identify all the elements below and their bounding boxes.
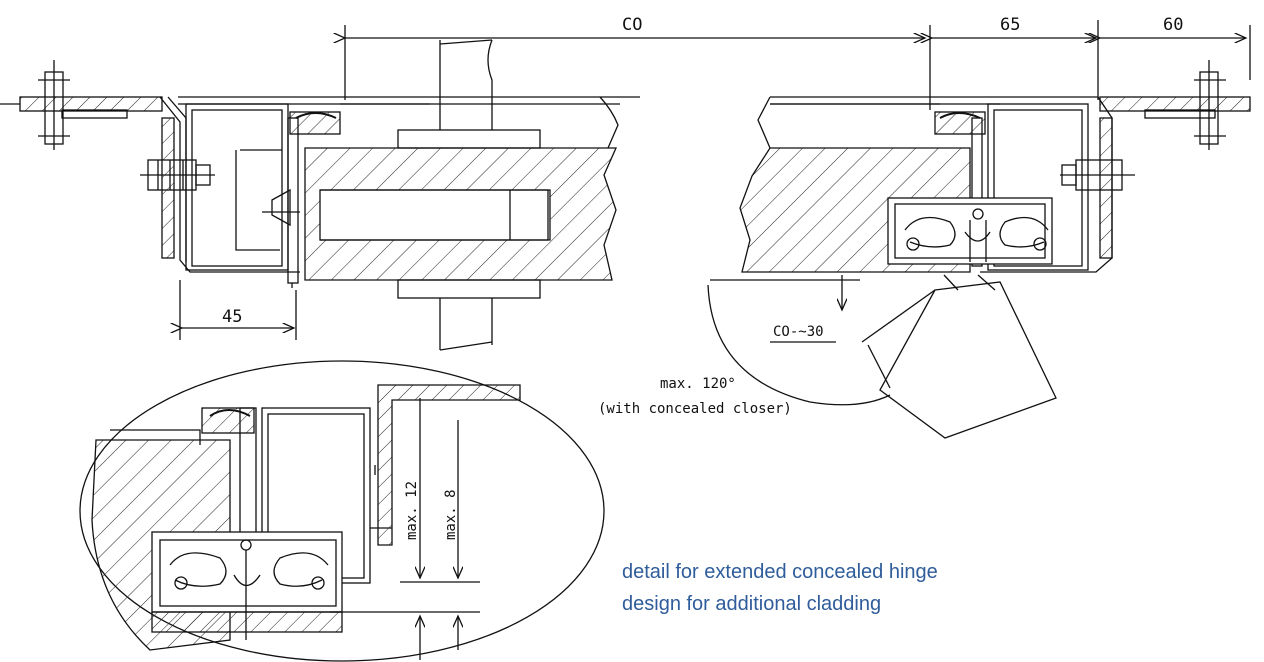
dim-label-65: 65 [1000, 15, 1020, 35]
dim-label-max-12: max. 12 [404, 481, 420, 540]
right-door-leaf [739, 96, 1053, 273]
dimension-45 [180, 280, 297, 340]
dimension-60 [1100, 25, 1251, 80]
caption-line-2: design for additional cladding [622, 593, 882, 615]
caption-line-1: detail for extended concealed hinge [622, 561, 938, 583]
right-frame [770, 60, 1251, 273]
dim-label-max-8: max. 8 [443, 489, 459, 540]
dim-label-co-30: CO-~30 [773, 324, 824, 340]
left-door-leaf [304, 39, 620, 351]
dim-label-co: CO [622, 15, 642, 35]
opened-door [707, 274, 1057, 439]
detail-view [79, 360, 605, 662]
dim-label-60: 60 [1163, 15, 1183, 35]
angle-label-1: max. 120° [660, 376, 736, 392]
left-frame [0, 60, 640, 288]
caption: detail for extended concealed hinge desi… [622, 556, 938, 620]
dim-label-45: 45 [222, 307, 242, 327]
angle-label-2: (with concealed closer) [598, 401, 792, 417]
